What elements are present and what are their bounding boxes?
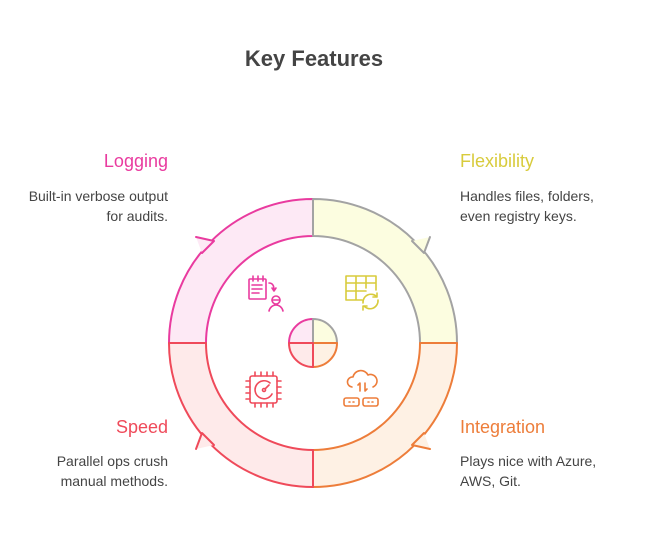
flexibility-heading: Flexibility — [460, 151, 535, 171]
integration-segment — [312, 342, 458, 488]
flexibility-line-1: Handles files, folders, — [460, 188, 594, 204]
speed-line-2: manual methods. — [60, 473, 168, 489]
table-sync-icon — [345, 275, 379, 311]
center-flexibility-quarter — [312, 318, 338, 344]
page-title: Key Features — [244, 46, 384, 71]
speed-description: Parallel ops crush manual methods. — [57, 451, 168, 491]
integration-heading: Integration — [460, 417, 546, 437]
center-integration-quarter — [312, 342, 338, 368]
integration-line-2: AWS, Git. — [460, 473, 521, 489]
center-speed-quarter — [288, 342, 314, 368]
integration-line-1: Plays nice with Azure, — [460, 453, 597, 469]
logging-line-2: for audits. — [106, 208, 168, 224]
flexibility-line-2: even registry keys. — [460, 208, 577, 224]
logging-description: Built-in verbose output for audits. — [29, 186, 168, 226]
cpu-gauge-icon — [245, 371, 282, 408]
integration-description: Plays nice with Azure, AWS, Git. — [460, 451, 596, 491]
logging-segment — [168, 198, 314, 344]
logging-heading: Logging — [103, 151, 168, 171]
flexibility-segment — [312, 198, 458, 344]
arrow-spike-icon — [195, 236, 215, 254]
arrow-spike-icon — [411, 432, 431, 450]
cloud-server-icon — [343, 369, 379, 407]
speed-segment — [168, 342, 314, 488]
arrow-spike-icon — [195, 432, 215, 450]
logging-line-1: Built-in verbose output — [28, 188, 168, 204]
flexibility-description: Handles files, folders, even registry key… — [460, 186, 594, 226]
speed-line-1: Parallel ops crush — [56, 453, 168, 469]
log-user-icon — [248, 275, 284, 312]
center-logging-quarter — [288, 318, 314, 344]
speed-heading: Speed — [115, 417, 168, 437]
arrow-spike-icon — [411, 236, 431, 254]
